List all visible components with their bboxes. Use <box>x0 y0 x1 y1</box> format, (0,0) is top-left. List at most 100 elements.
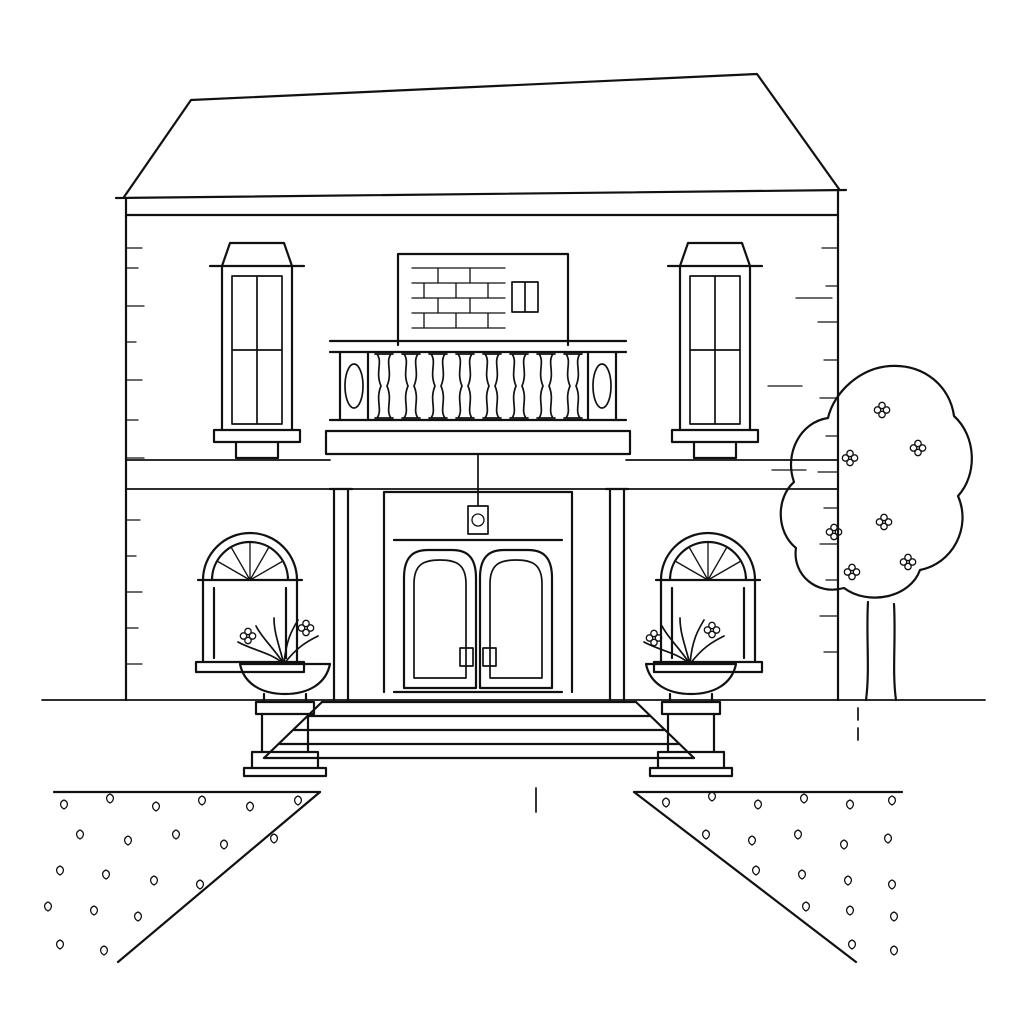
sprout-icon <box>75 829 85 840</box>
flower-icon <box>645 629 663 647</box>
sprout-icon <box>101 869 111 880</box>
balusters <box>374 353 583 419</box>
plant-leaves <box>237 617 319 665</box>
sprout-icon <box>843 875 853 886</box>
door-glass-left <box>413 559 467 679</box>
balcony-base <box>324 429 632 456</box>
sprout-icon <box>195 879 205 890</box>
flower-icon <box>843 563 861 581</box>
sprout-icon <box>105 793 115 804</box>
brick-dashes-right <box>817 247 838 653</box>
window-frame <box>208 241 306 432</box>
flower-icon <box>703 621 721 639</box>
door-glass-right <box>489 559 543 679</box>
balcony-post-right-oval <box>592 363 612 409</box>
flower-icon <box>825 523 843 541</box>
sprout-icon <box>845 905 855 916</box>
sprout-icon <box>887 795 897 806</box>
door-keystone-rosette <box>471 513 485 527</box>
door-handles <box>459 647 497 667</box>
fanlight-rays <box>674 541 742 581</box>
flower-icon <box>875 513 893 531</box>
sprout-icon <box>847 939 857 950</box>
grass-left <box>43 793 303 956</box>
panel-vent <box>511 281 539 313</box>
tree <box>779 364 973 741</box>
door-leaf-left <box>402 548 478 690</box>
planter-right <box>643 617 738 778</box>
sprout-icon <box>123 835 133 846</box>
sprout-icon <box>293 795 303 806</box>
window-upper-right <box>666 241 764 460</box>
sprout-icon <box>661 797 671 808</box>
front-steps <box>262 700 696 760</box>
baluster <box>374 353 394 419</box>
sprout-icon <box>55 939 65 950</box>
pedestal-shaft <box>666 712 716 754</box>
window-sash <box>689 275 741 425</box>
sprout-icon <box>883 833 893 844</box>
flower-icon <box>297 619 315 637</box>
path-edges <box>116 790 858 964</box>
window-upper-left <box>208 241 306 460</box>
pilaster-left <box>328 487 354 702</box>
flower-icon <box>873 401 891 419</box>
sprout-icon <box>747 835 757 846</box>
sprout-icon <box>793 829 803 840</box>
step-treads <box>262 700 696 760</box>
sprout-icon <box>839 839 849 850</box>
entrance-door <box>382 454 574 694</box>
porch-pilasters <box>328 487 630 702</box>
sprout-icon <box>707 791 717 802</box>
sprout-icon <box>845 799 855 810</box>
door-frame <box>382 490 574 694</box>
baluster <box>401 353 421 419</box>
baluster <box>428 353 448 419</box>
window-lower-right <box>652 531 764 674</box>
baluster <box>536 353 556 419</box>
window-sill <box>212 428 302 460</box>
window-sill <box>670 428 760 460</box>
sprout-icon <box>799 793 809 804</box>
door-leaf-right <box>478 548 554 690</box>
pedestal-base <box>648 750 734 778</box>
flower-icon <box>899 553 917 571</box>
window-sash <box>231 275 283 425</box>
sprout-icon <box>797 869 807 880</box>
sprout-icon <box>197 795 207 806</box>
sprout-icon <box>751 865 761 876</box>
baluster <box>563 353 583 419</box>
sprout-icon <box>89 905 99 916</box>
window-body <box>652 578 764 674</box>
brick-panel <box>411 267 506 329</box>
flower-icon <box>239 627 257 645</box>
balcony-post-right <box>586 350 618 422</box>
sprout-icon <box>889 945 899 956</box>
sprout-icon <box>219 839 229 850</box>
grass-right <box>661 791 899 956</box>
flower-icon <box>841 449 859 467</box>
urn-bowl <box>238 662 332 696</box>
drawing <box>41 72 986 964</box>
sprout-icon <box>151 801 161 812</box>
window-lower-left <box>194 531 306 674</box>
sprout-icon <box>43 901 53 912</box>
balcony-post-left-oval <box>344 363 364 409</box>
fanlight-rays <box>216 541 284 581</box>
planter-left <box>237 617 332 778</box>
urn-neck <box>660 692 722 716</box>
step-sides <box>262 700 696 760</box>
door-keystone <box>467 454 489 535</box>
pilaster-right <box>604 487 630 702</box>
brick-dashes-left <box>125 247 145 665</box>
plant-leaves <box>643 617 725 665</box>
roof-eave <box>114 188 848 200</box>
sprout-icon <box>245 801 255 812</box>
baluster <box>455 353 475 419</box>
urn-neck <box>254 692 316 716</box>
sprout-icon <box>171 829 181 840</box>
balcony-door <box>396 252 570 347</box>
sprout-icon <box>887 879 897 890</box>
baluster <box>482 353 502 419</box>
